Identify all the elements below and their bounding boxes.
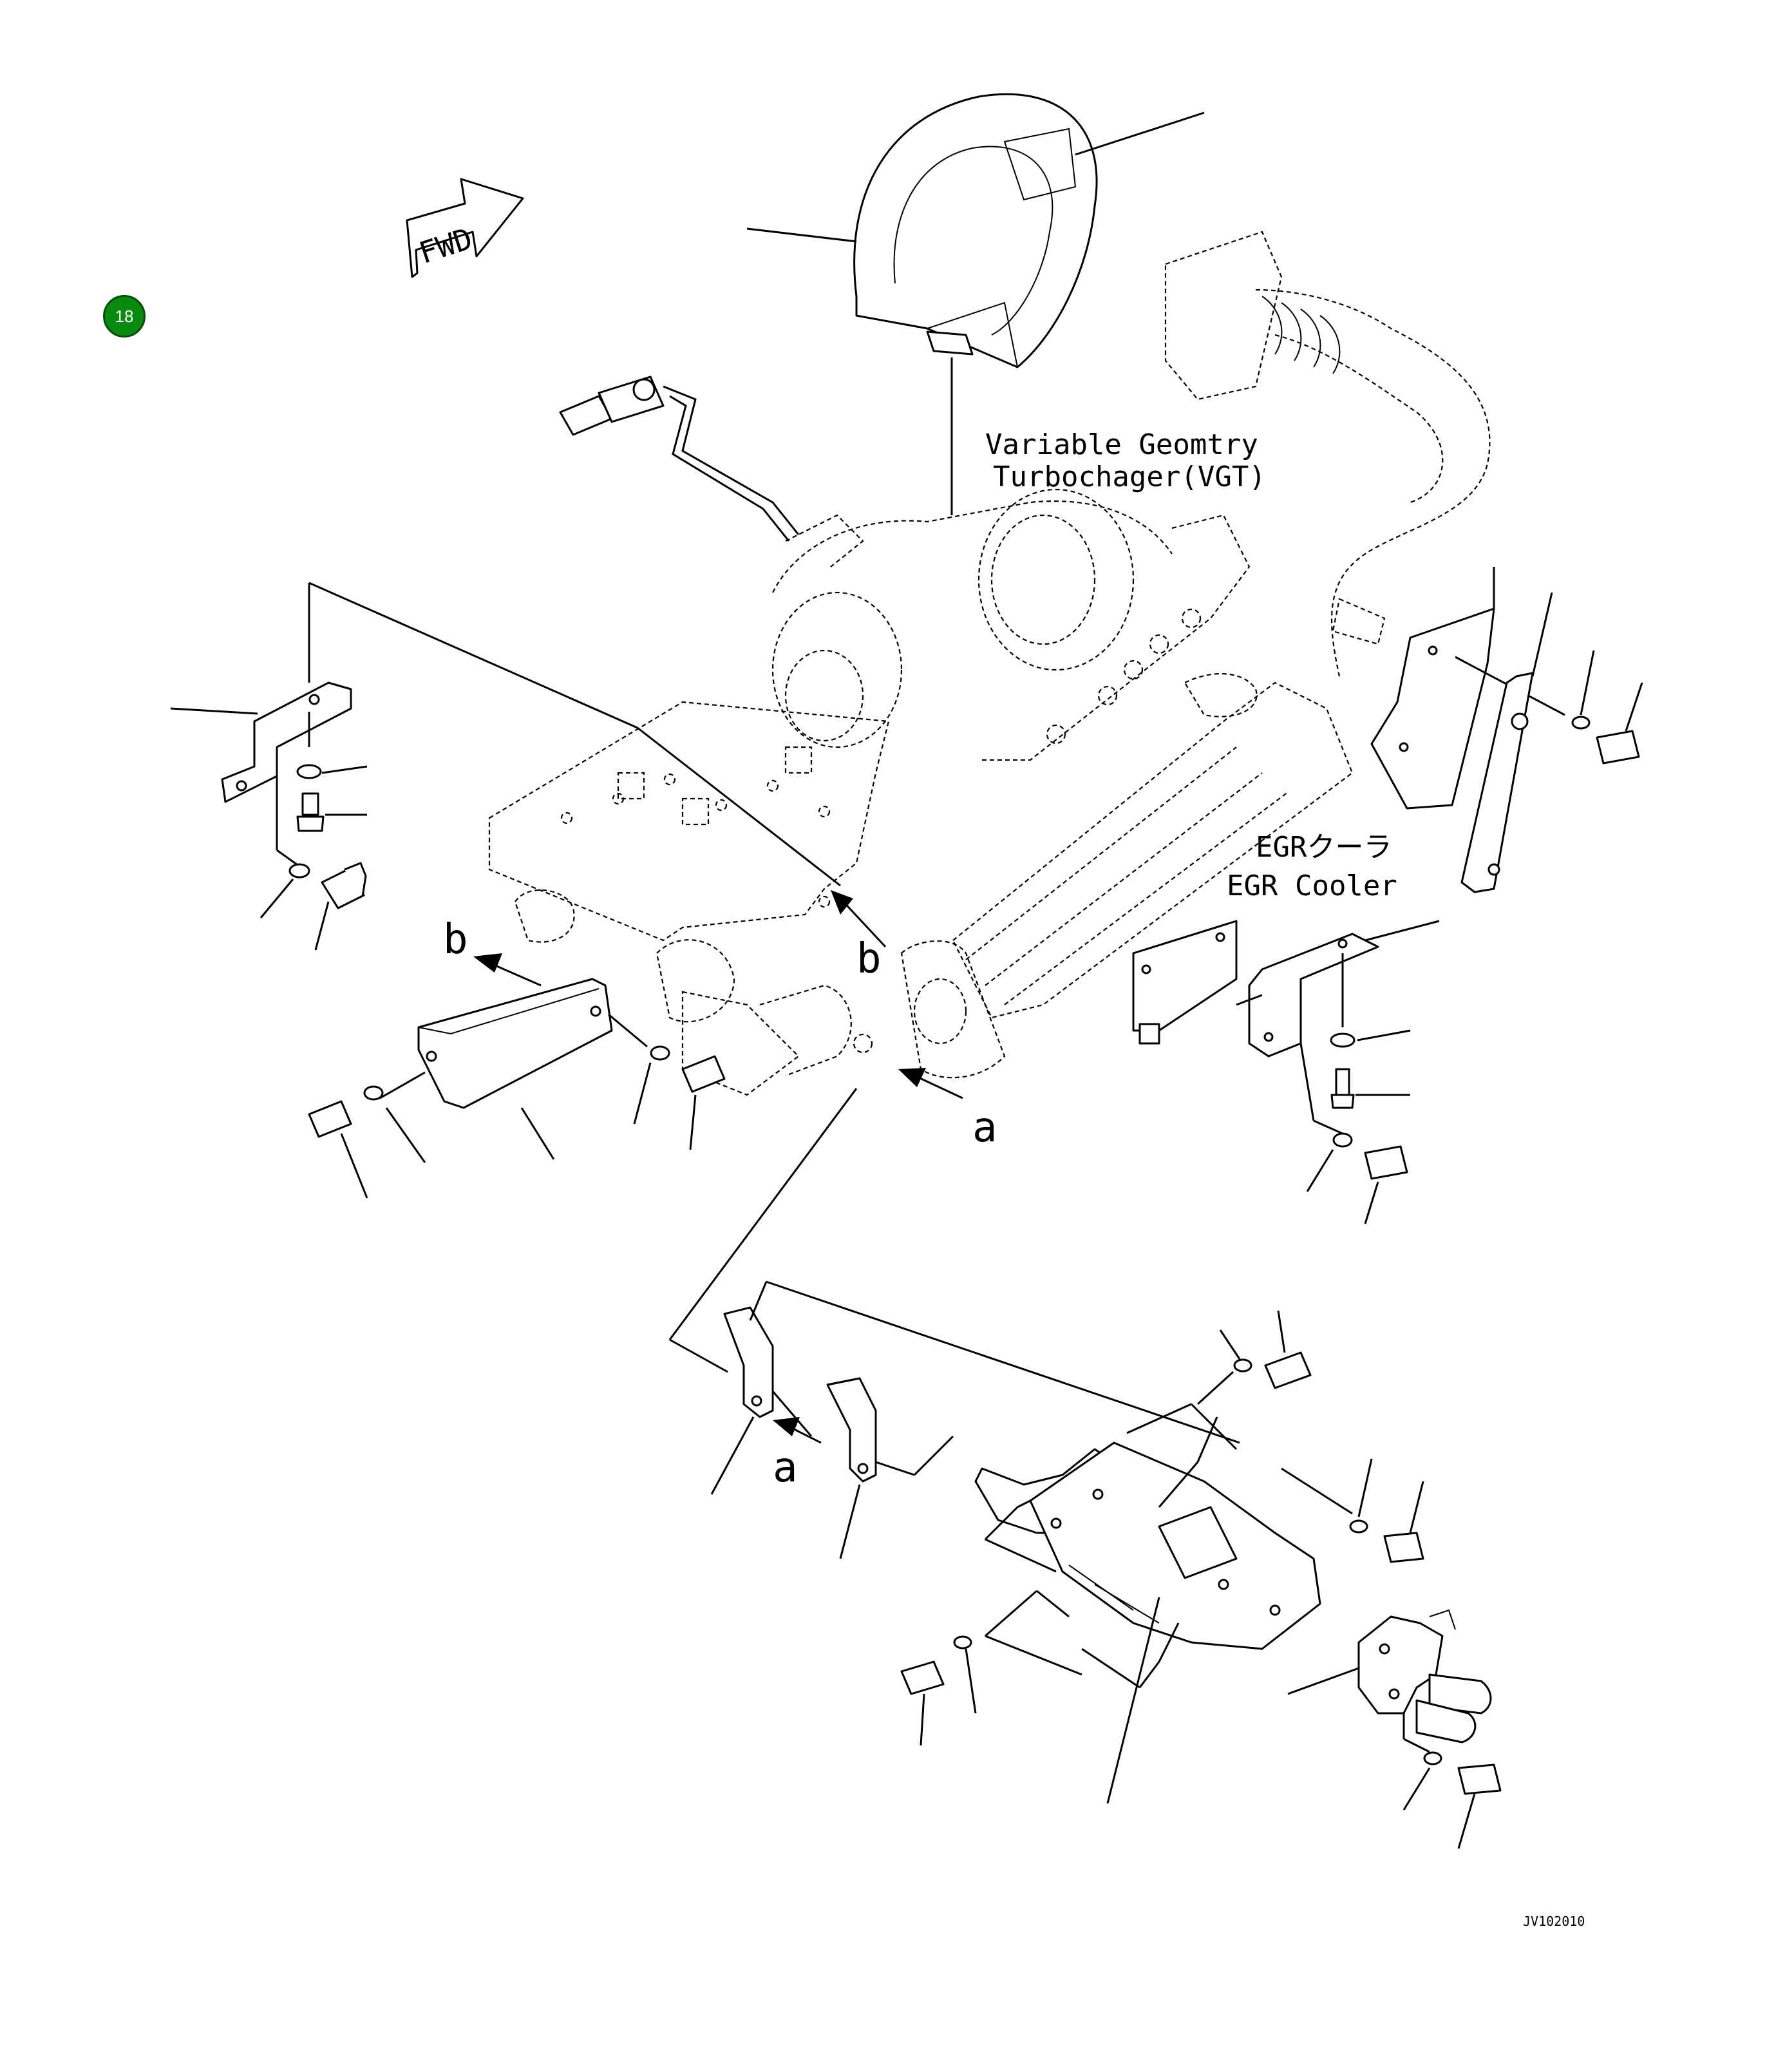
left-bracket-assembly <box>170 582 841 951</box>
reference-arrow-a-lower: a <box>773 1417 822 1492</box>
turbocharger-body <box>771 488 1251 761</box>
sensor-harness <box>559 375 800 542</box>
drawing-code: JV102010 <box>1523 1914 1585 1929</box>
egr-cooler-body <box>900 673 1354 1079</box>
egr-label-english: EGR Cooler <box>1227 870 1397 902</box>
leader-to-upper-a <box>668 1088 858 1340</box>
leader-lower <box>669 1338 728 1373</box>
ref-b-label-left: b <box>443 916 468 964</box>
vgt-label-line1: Variable Geomtry <box>985 428 1258 461</box>
lower-heat-shield-assembly <box>710 1280 1424 1804</box>
ref-a-label-lower: a <box>773 1444 798 1492</box>
egr-pipe <box>1164 231 1491 677</box>
ref-b-label-right: b <box>856 935 882 983</box>
right-heat-plate <box>1370 567 1643 893</box>
reference-arrow-a-upper: a <box>898 1068 997 1152</box>
engine-block <box>488 701 890 1096</box>
egr-label-japanese: EGRクーラ <box>1256 831 1392 864</box>
ref-a-label-upper: a <box>972 1104 997 1152</box>
turbo-heat-cover <box>746 93 1205 368</box>
sensor-bracket-lower <box>1287 1609 1502 1849</box>
right-bracket-assembly <box>1132 920 1440 1224</box>
forward-direction-arrow: FWD <box>406 178 524 278</box>
reference-arrow-b-right: b <box>831 890 887 983</box>
reference-arrow-b-left: b <box>443 916 542 987</box>
angle-plate <box>308 978 726 1199</box>
vgt-label-line2: Turbochager(VGT) <box>993 461 1266 493</box>
callout-badge-18: 18 <box>103 295 146 337</box>
